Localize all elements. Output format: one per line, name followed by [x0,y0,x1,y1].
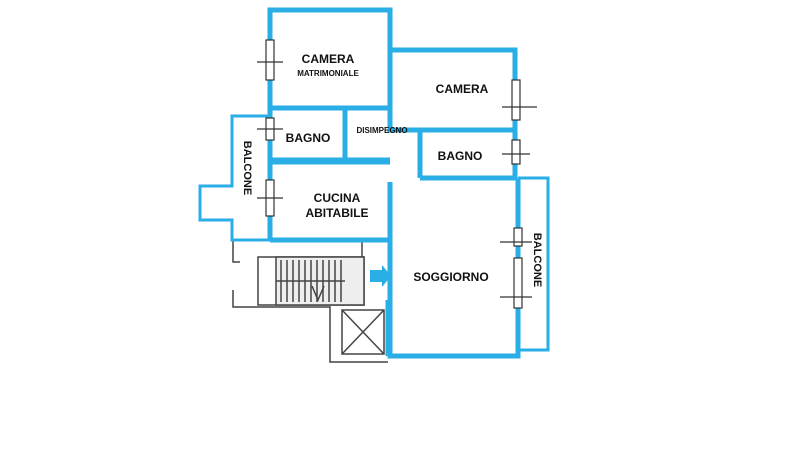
label-disimpegno: DISIMPEGNO [356,126,407,135]
label-camera-matrimoniale: CAMERA [302,52,355,66]
label-camera: CAMERA [436,82,489,96]
balconies [198,114,550,352]
label-balcone-left: BALCONE [241,141,253,195]
stairwell [232,240,388,363]
label-balcone-right: BALCONE [531,233,543,287]
label-soggiorno: SOGGIORNO [413,270,488,284]
label-bagno-2: BAGNO [438,149,483,163]
windows [257,39,537,309]
entrance-arrow-icon [370,265,391,287]
label-matrimoniale: MATRIMONIALE [297,69,359,78]
label-bagno-1: BAGNO [286,131,331,145]
label-abitabile: ABITABILE [305,206,368,220]
walls [267,7,521,359]
label-cucina: CUCINA [314,191,361,205]
